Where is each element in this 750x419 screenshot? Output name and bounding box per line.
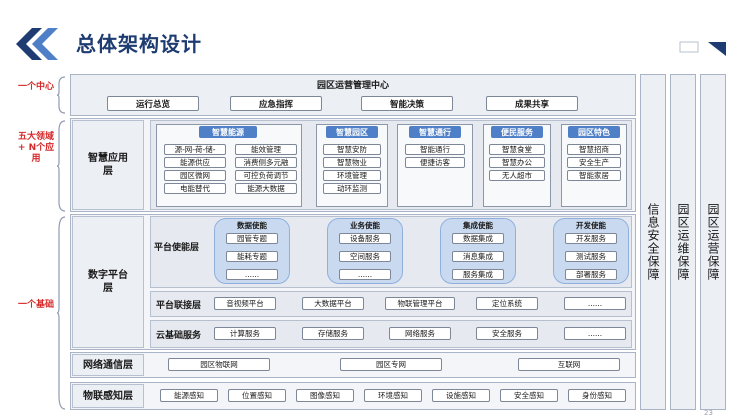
domain-item: 消费侧多元融 xyxy=(235,157,297,168)
annotation-center: 一个中心 xyxy=(17,82,54,92)
module-item: 测试服务 xyxy=(565,251,617,262)
iot-item: 安全感知 xyxy=(500,389,558,402)
domain-item: 智能通行 xyxy=(405,144,465,155)
module-item: 开发服务 xyxy=(565,233,617,244)
module-item: 消息集成 xyxy=(452,251,504,262)
domain-item: 能效管理 xyxy=(235,144,297,155)
domain-item: 电能替代 xyxy=(164,183,226,194)
module-title: 业务使能 xyxy=(350,221,380,230)
iot-item: 环境感知 xyxy=(364,389,422,402)
module-item: 园管专题 xyxy=(226,233,278,244)
iot-item: 位置感知 xyxy=(228,389,286,402)
center-item: 智能决策 xyxy=(361,96,453,111)
side-security: 信息安全保障 xyxy=(640,74,666,410)
page-number: 23 xyxy=(704,409,713,417)
decoration-icon xyxy=(678,40,728,60)
iot-item: 图像感知 xyxy=(296,389,354,402)
center-title: 园区运营管理中心 xyxy=(316,81,389,91)
module-item: 空间服务 xyxy=(339,251,391,262)
domain-item: 可控负荷调节 xyxy=(235,170,297,181)
domain-feature-title: 园区特色 xyxy=(568,126,620,138)
domain-item: 动环监测 xyxy=(323,183,381,194)
page-title: 总体架构设计 xyxy=(76,32,202,56)
domain-item: 环境管理 xyxy=(323,170,381,181)
cloud-item: 计算服务 xyxy=(214,327,276,340)
center-item: 成果共享 xyxy=(486,96,578,111)
network-item: 园区物联网 xyxy=(168,358,270,371)
cloud-item: ...... xyxy=(564,327,626,340)
platform-enable-label: 平台使能层 xyxy=(154,243,200,253)
link-item: 定位系统 xyxy=(476,297,538,310)
link-item: 物联管理平台 xyxy=(385,297,455,310)
annotation-foundation: 一个基础 xyxy=(17,300,54,310)
domain-item: 智慧物业 xyxy=(323,157,381,168)
module-title: 开发使能 xyxy=(576,221,606,230)
domain-item: 智能家居 xyxy=(567,170,621,181)
cloud-service-label: 云基础服务 xyxy=(156,331,202,341)
brace-icon xyxy=(56,76,66,114)
domain-park-title: 智慧园区 xyxy=(326,126,378,138)
domain-item: 便捷访客 xyxy=(405,157,465,168)
module-item: 数据集成 xyxy=(452,233,504,244)
network-label: 网络通信层 xyxy=(72,354,144,376)
module-title: 集成使能 xyxy=(463,221,493,230)
brace-icon xyxy=(56,216,66,410)
domain-item: 智慧办公 xyxy=(489,157,545,168)
module-item: ...... xyxy=(339,269,391,280)
module-item: 服务集成 xyxy=(452,269,504,280)
side-operation: 园区运营保障 xyxy=(700,74,726,410)
domain-energy-title: 智慧能源 xyxy=(199,126,257,138)
domain-item: 智慧招商 xyxy=(567,144,621,155)
annotation-domains: 五大领域 + N个应用 xyxy=(17,132,55,164)
domain-people-title: 便民服务 xyxy=(491,126,543,138)
digital-platform-label: 数字平台层 xyxy=(72,216,144,348)
domain-item: 安全生产 xyxy=(567,157,621,168)
link-item: 大数据平台 xyxy=(302,297,364,310)
network-item: 园区专网 xyxy=(340,358,442,371)
brace-icon xyxy=(56,120,66,212)
logo-icon xyxy=(12,26,68,62)
module-item: ...... xyxy=(226,269,278,280)
module-item: 能耗专题 xyxy=(226,251,278,262)
network-item: 互联网 xyxy=(518,358,620,371)
side-maintenance: 园区运维保障 xyxy=(670,74,696,410)
platform-link-label: 平台联接层 xyxy=(156,301,202,311)
iot-item: 设施感知 xyxy=(432,389,490,402)
cloud-item: 网络服务 xyxy=(389,327,451,340)
domain-item: 源-网-荷-储- xyxy=(164,144,226,155)
center-item: 应急指挥 xyxy=(230,96,322,111)
link-item: 音视频平台 xyxy=(214,297,276,310)
cloud-item: 存储服务 xyxy=(302,327,364,340)
module-title: 数据使能 xyxy=(237,221,267,230)
iot-item: 能源感知 xyxy=(160,389,218,402)
iot-item: 身份感知 xyxy=(568,389,626,402)
iot-label: 物联感知层 xyxy=(72,384,144,408)
center-item: 运行总览 xyxy=(107,96,199,111)
domain-item: 能源大数据 xyxy=(235,183,297,194)
module-item: 设备服务 xyxy=(339,233,391,244)
domain-item: 无人超市 xyxy=(489,170,545,181)
domain-item: 园区微网 xyxy=(164,170,226,181)
domain-item: 智慧食堂 xyxy=(489,144,545,155)
domain-traffic-title: 智慧通行 xyxy=(409,126,461,138)
domain-item: 能源供应 xyxy=(164,157,226,168)
smart-app-label: 智慧应用层 xyxy=(72,120,144,210)
link-item: ...... xyxy=(564,297,626,310)
domain-item: 智慧安防 xyxy=(323,144,381,155)
module-item: 部署服务 xyxy=(565,269,617,280)
cloud-item: 安全服务 xyxy=(476,327,538,340)
